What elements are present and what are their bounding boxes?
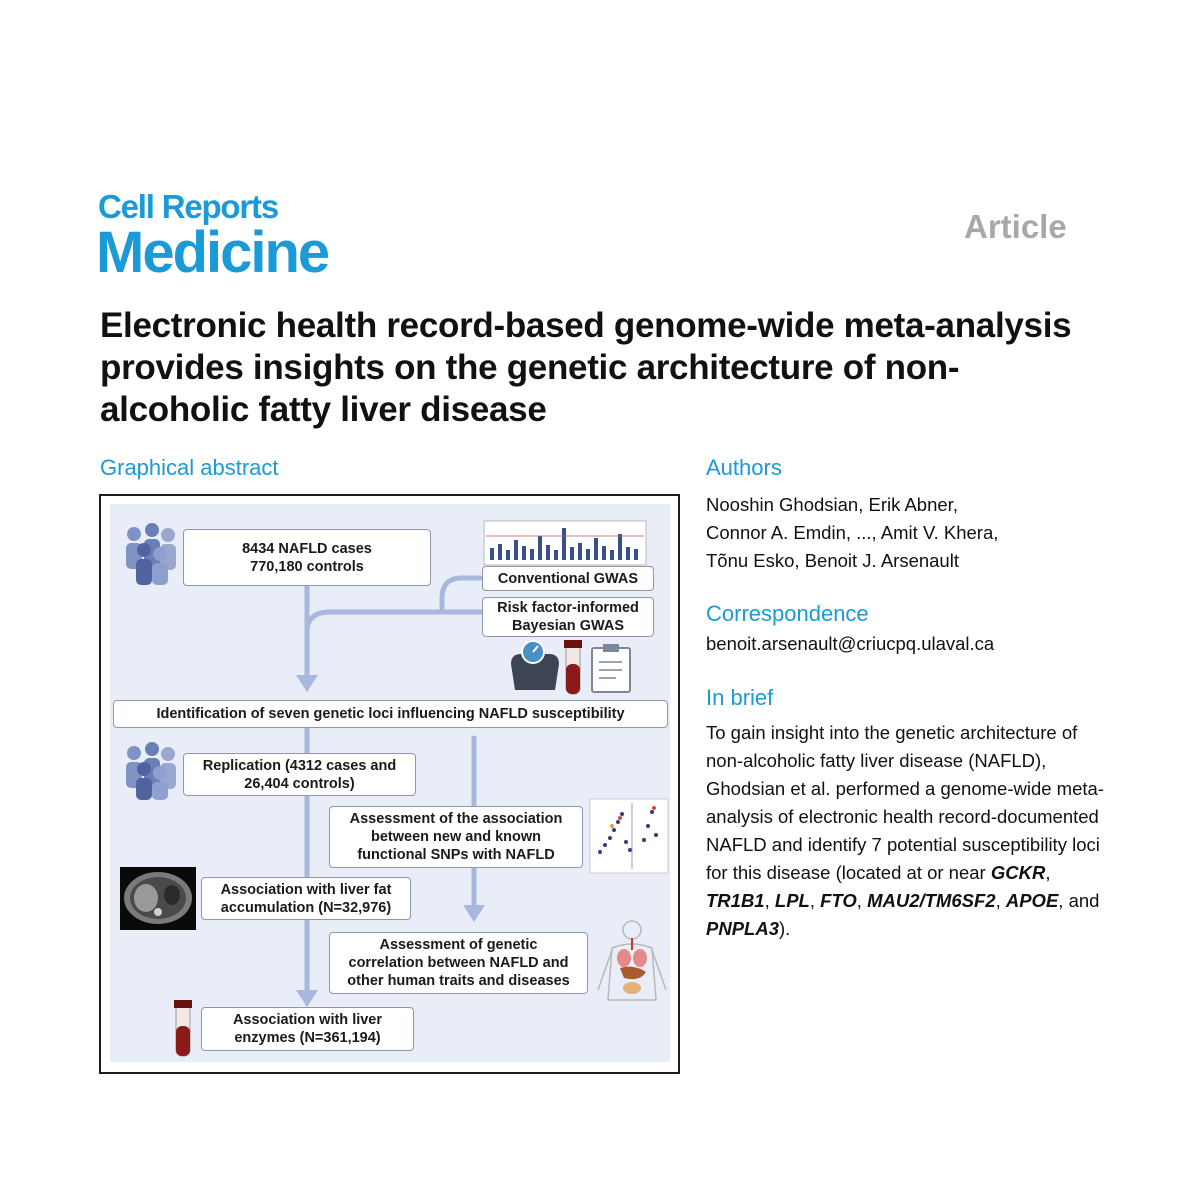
- identification-box: Identification of seven genetic loci inf…: [113, 700, 668, 728]
- people-group-icon: [126, 742, 176, 800]
- liver-enzymes-box: Association with liver enzymes (N=361,194…: [201, 1007, 414, 1051]
- manhattan-plot-icon: [483, 520, 647, 566]
- brief-sep: ,: [809, 890, 821, 911]
- brief-tail: ).: [779, 918, 791, 939]
- genetic-corr-line2: correlation between NAFLD and: [348, 955, 569, 971]
- correspondence-heading: Correspondence: [706, 601, 869, 626]
- replication-line1: Replication (4312 cases and: [202, 757, 397, 774]
- gene-name: GCKR: [990, 862, 1046, 883]
- brief-lead: To gain insight into the genetic archite…: [706, 722, 1104, 883]
- gene-name: LPL: [774, 890, 810, 911]
- blood-tube-icon: [564, 640, 582, 695]
- clipboard-icon: [591, 644, 631, 693]
- journal-name-line1: Cell Reports: [98, 188, 279, 225]
- brief-sep: ,: [995, 890, 1006, 911]
- people-group-icon: [126, 523, 176, 585]
- bayesian-gwas-line2: Bayesian GWAS: [511, 618, 624, 634]
- liver-enzymes-line2: enzymes (N=361,194): [234, 1030, 381, 1046]
- conventional-gwas-label: Conventional GWAS: [497, 570, 639, 587]
- article-title: Electronic health record-based genome-wi…: [100, 306, 1072, 429]
- correspondence-email[interactable]: benoit.arsenault@criucpq.ulaval.ca: [706, 633, 995, 654]
- liver-fat-line2: accumulation (N=32,976): [220, 899, 392, 916]
- snp-line2: between new and known: [371, 829, 541, 845]
- brief-sep: ,: [856, 890, 868, 911]
- gene-name: TR1B1: [706, 890, 765, 911]
- cohort-cases: 8434 NAFLD cases: [242, 540, 372, 557]
- author-line: Nooshin Ghodsian, Erik Abner,: [706, 494, 958, 515]
- gene-name: APOE: [1005, 890, 1059, 911]
- liver-fat-line1: Association with liver fat: [220, 881, 392, 898]
- gene-name: FTO: [820, 890, 857, 911]
- author-line: Connor A. Emdin, ..., Amit V. Khera,: [706, 522, 999, 543]
- in-brief-text: To gain insight into the genetic archite…: [706, 719, 1106, 943]
- genetic-corr-line3: other human traits and diseases: [347, 973, 570, 989]
- gene-name: MAU2/TM6SF2: [867, 890, 996, 911]
- weight-scale-icon: [511, 640, 559, 690]
- authors-heading: Authors: [706, 455, 782, 480]
- blood-sample-icon: [174, 1000, 192, 1057]
- snp-association-plot-icon: [589, 798, 669, 874]
- gene-name: PNPLA3: [706, 918, 779, 939]
- article-type-label: Article: [964, 208, 1067, 245]
- snp-line1: Assessment of the association: [349, 811, 563, 827]
- liver-enzymes-line1: Association with liver: [232, 1012, 383, 1028]
- bayesian-gwas-line1: Risk factor-informed: [497, 600, 639, 616]
- snp-line3: functional SNPs with NAFLD: [357, 847, 555, 863]
- brief-sep: ,: [764, 890, 775, 911]
- conventional-gwas-box: Conventional GWAS: [482, 566, 654, 591]
- replication-line2: 26,404 controls): [244, 775, 355, 792]
- snp-assessment-box: Assessment of the association between new…: [329, 806, 583, 868]
- journal-name-line2: Medicine: [96, 220, 330, 285]
- author-list: Nooshin Ghodsian, Erik Abner, Connor A. …: [706, 491, 1106, 575]
- liver-ct-scan-icon: [120, 867, 196, 930]
- brief-sep: ,: [1045, 862, 1051, 883]
- graphical-abstract-heading: Graphical abstract: [100, 455, 279, 480]
- author-line: Tõnu Esko, Benoit J. Arsenault: [706, 550, 959, 571]
- identification-label: Identification of seven genetic loci inf…: [156, 706, 625, 722]
- in-brief-heading: In brief: [706, 685, 774, 710]
- genetic-correlation-box: Assessment of genetic correlation between…: [329, 932, 588, 994]
- cohort-controls: 770,180 controls: [250, 558, 364, 575]
- genetic-corr-line1: Assessment of genetic: [379, 937, 538, 953]
- brief-sep: , and: [1058, 890, 1100, 911]
- human-organs-icon: [597, 920, 667, 1001]
